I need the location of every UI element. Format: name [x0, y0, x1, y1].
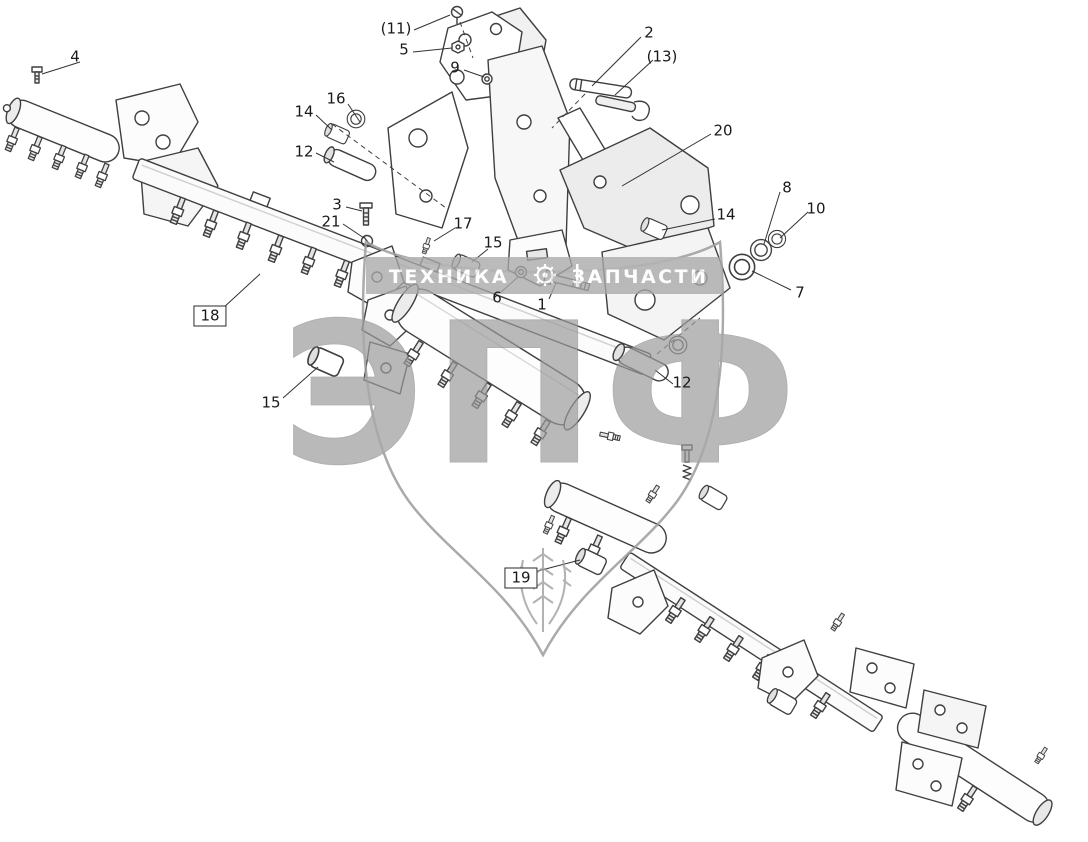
lower-toolbar — [541, 444, 1053, 826]
watermark-brand-text: ЭПФ — [281, 281, 805, 508]
callout-13: (13) — [646, 47, 678, 66]
callout-11: (11) — [380, 19, 412, 38]
wheat-emblem — [514, 548, 572, 632]
callout-19: 19 — [504, 567, 538, 589]
callout-14-left: 14 — [294, 102, 314, 121]
callout-5: 5 — [399, 40, 409, 59]
callout-3: 3 — [332, 195, 342, 214]
callout-15-upper: 15 — [483, 233, 503, 252]
machine-art — [2, 5, 1053, 826]
callout-16: 16 — [326, 89, 346, 108]
callout-2: 2 — [644, 23, 654, 42]
callout-18: 18 — [193, 305, 227, 327]
construction-lines — [331, 21, 701, 355]
callout-4: 4 — [70, 47, 80, 66]
bolt-4 — [31, 66, 43, 84]
watermark-banner-divider — [576, 264, 579, 287]
screw-11 — [450, 5, 464, 24]
bolt-17 — [420, 236, 433, 255]
watermark-banner-left-text: ТЕХНИКА — [389, 266, 509, 288]
callout-10: 10 — [806, 199, 826, 218]
pin-2-and-hook-13 — [569, 78, 650, 122]
gear-icon — [534, 264, 556, 286]
callout-8: 8 — [782, 178, 792, 197]
watermark-banner-right-text: ЗАПЧАСТИ — [572, 266, 709, 288]
washer-9 — [481, 73, 493, 85]
middle-tube — [391, 283, 622, 448]
callout-20: 20 — [713, 121, 733, 140]
top-left-tube — [2, 66, 219, 227]
watermark: ТЕХНИКА ЗАПЧАСТИ ЭПФ — [281, 239, 805, 658]
callout-15-lower: 15 — [261, 393, 281, 412]
bolt-3-spring-21 — [359, 202, 374, 248]
callout-17: 17 — [453, 214, 473, 233]
bushing-19 — [572, 545, 609, 577]
left-bushing-pin-group — [322, 109, 377, 182]
callout-6: 6 — [492, 288, 502, 307]
callout-14-right: 14 — [716, 205, 736, 224]
callout-9: 9 — [450, 58, 460, 77]
callout-1: 1 — [537, 295, 547, 314]
callout-12-right: 12 — [672, 373, 692, 392]
callout-21: 21 — [321, 212, 341, 231]
callout-12-left: 12 — [294, 142, 314, 161]
bolt-with-spring — [681, 444, 693, 481]
callout-7: 7 — [795, 283, 805, 302]
